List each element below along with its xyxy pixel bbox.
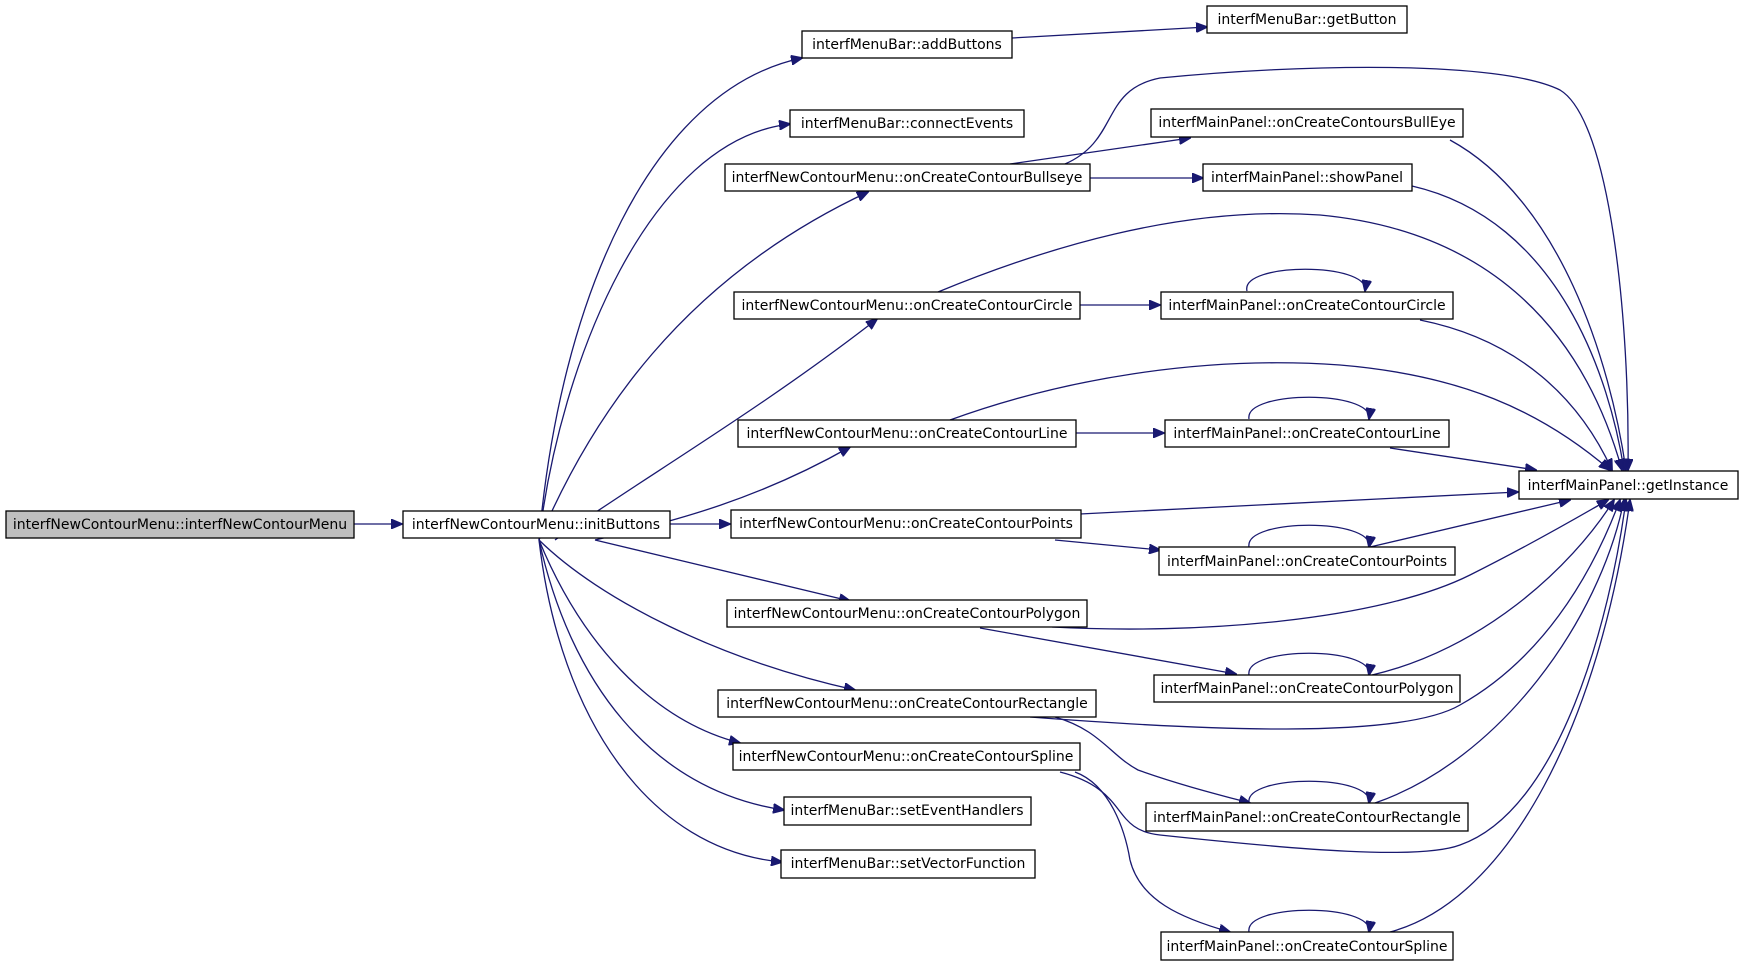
edge-mppoints-to-getinstance	[1369, 500, 1570, 548]
edge-mpline-to-getinstance	[1389, 447, 1536, 470]
edge-mppolygon-to-getinstance	[1371, 500, 1614, 676]
edge-addbuttons-to-getbutton	[1011, 27, 1207, 39]
edge-line-to-getinstance	[949, 362, 1610, 470]
node-initbuttons[interactable]: interfNewContourMenu::initButtons	[402, 510, 671, 539]
edge-bullseye-to-mpbulleye	[1009, 138, 1190, 165]
edge-bullseye-to-getinstance	[1064, 66, 1628, 470]
nodes: interfNewContourMenu::interfNewContourMe…	[5, 5, 1739, 961]
edge-initbuttons-to-bullseye	[538, 192, 868, 541]
node-label: interfMainPanel::onCreateContourLine	[1173, 426, 1440, 442]
edge-mppolygon-self	[1248, 652, 1369, 675]
node-spline[interactable]: interfNewContourMenu::onCreateContourSpl…	[732, 742, 1081, 771]
edge-mppoints-self	[1248, 524, 1369, 547]
edge-showpanel-to-getinstance	[1411, 185, 1624, 470]
edge-initbuttons-to-spline	[538, 539, 740, 743]
node-label: interfNewContourMenu::initButtons	[412, 517, 660, 533]
node-label: interfNewContourMenu::onCreateContourPol…	[734, 606, 1081, 622]
edge-polygon-to-getinstance	[1051, 500, 1608, 630]
node-label: interfNewContourMenu::onCreateContourBul…	[732, 170, 1083, 186]
edge-spline-to-mpspline	[1074, 771, 1230, 932]
node-label: interfMenuBar::addButtons	[812, 37, 1002, 53]
node-mpspline[interactable]: interfMainPanel::onCreateContourSpline	[1160, 931, 1454, 961]
node-addbuttons[interactable]: interfMenuBar::addButtons	[801, 30, 1013, 59]
edge-mpspline-self	[1248, 909, 1369, 932]
node-label: interfMainPanel::onCreateContourRectangl…	[1153, 810, 1461, 826]
node-label: interfMenuBar::setVectorFunction	[791, 856, 1026, 872]
node-seteventhandlers[interactable]: interfMenuBar::setEventHandlers	[783, 796, 1032, 826]
node-label: interfMainPanel::onCreateContourPoints	[1167, 554, 1447, 570]
node-setvectorfunction[interactable]: interfMenuBar::setVectorFunction	[780, 849, 1036, 879]
node-label: interfMenuBar::connectEvents	[801, 116, 1013, 132]
edge-mpline-self	[1248, 396, 1369, 419]
node-circle[interactable]: interfNewContourMenu::onCreateContourCir…	[733, 291, 1081, 320]
node-label: interfMainPanel::showPanel	[1211, 170, 1403, 186]
node-points[interactable]: interfNewContourMenu::onCreateContourPoi…	[730, 509, 1082, 539]
edge-initbuttons-to-setvectorfunction	[538, 539, 782, 862]
edge-mpcircle-self	[1246, 268, 1365, 291]
node-mppolygon[interactable]: interfMainPanel::onCreateContourPolygon	[1153, 674, 1461, 703]
edge-initbuttons-to-rectangle	[538, 539, 855, 690]
node-label: interfMainPanel::getInstance	[1528, 478, 1729, 494]
node-rectangle[interactable]: interfNewContourMenu::onCreateContourRec…	[717, 689, 1097, 718]
node-line[interactable]: interfNewContourMenu::onCreateContourLin…	[737, 419, 1077, 448]
edge-initbuttons-to-connectevents	[538, 124, 790, 541]
edge-rectangle-to-mprectangle	[1054, 716, 1250, 803]
node-label: interfMenuBar::setEventHandlers	[790, 803, 1023, 819]
node-connectevents[interactable]: interfMenuBar::connectEvents	[789, 109, 1025, 138]
edge-mpspline-to-getinstance	[1389, 500, 1630, 933]
node-label: interfNewContourMenu::onCreateContourSpl…	[739, 749, 1074, 765]
node-showpanel[interactable]: interfMainPanel::showPanel	[1202, 163, 1413, 192]
node-mppoints[interactable]: interfMainPanel::onCreateContourPoints	[1158, 546, 1456, 576]
edge-rectangle-to-getinstance	[1029, 500, 1620, 730]
node-bullseye[interactable]: interfNewContourMenu::onCreateContourBul…	[724, 163, 1091, 192]
node-label: interfMainPanel::onCreateContourSpline	[1166, 939, 1447, 955]
node-polygon[interactable]: interfNewContourMenu::onCreateContourPol…	[726, 599, 1088, 628]
edge-points-to-mppoints	[1054, 539, 1160, 550]
node-label: interfMainPanel::onCreateContoursBullEye	[1158, 115, 1455, 131]
node-label: interfNewContourMenu::onCreateContourRec…	[726, 696, 1087, 712]
edges	[354, 27, 1630, 932]
edge-initbuttons-to-polygon	[594, 539, 850, 601]
edge-spline-to-getinstance	[1059, 500, 1626, 854]
edge-circle-to-getinstance	[937, 212, 1622, 470]
node-label: interfNewContourMenu::onCreateContourPoi…	[739, 516, 1073, 532]
edge-points-to-getinstance	[1079, 492, 1518, 515]
node-label: interfMainPanel::onCreateContourCircle	[1168, 298, 1445, 314]
node-label: interfNewContourMenu::interfNewContourMe…	[13, 517, 347, 533]
node-label: interfNewContourMenu::onCreateContourLin…	[747, 426, 1068, 442]
edge-initbuttons-to-addbuttons	[538, 58, 802, 541]
edge-mprectangle-self	[1248, 780, 1369, 803]
node-root[interactable]: interfNewContourMenu::interfNewContourMe…	[5, 510, 355, 539]
edge-mpcircle-to-getinstance	[1419, 319, 1612, 470]
node-mprectangle[interactable]: interfMainPanel::onCreateContourRectangl…	[1145, 802, 1469, 832]
edge-mpbulleye-to-getinstance	[1449, 139, 1626, 470]
node-getinstance[interactable]: interfMainPanel::getInstance	[1518, 470, 1739, 500]
node-mpcircle[interactable]: interfMainPanel::onCreateContourCircle	[1160, 291, 1454, 320]
node-mpbulleye[interactable]: interfMainPanel::onCreateContoursBullEye	[1150, 108, 1464, 138]
node-label: interfMainPanel::onCreateContourPolygon	[1160, 681, 1453, 697]
edge-mprectangle-to-getinstance	[1374, 500, 1624, 804]
edge-polygon-to-mppolygon	[979, 627, 1236, 674]
node-label: interfMenuBar::getButton	[1218, 12, 1397, 28]
node-mpline[interactable]: interfMainPanel::onCreateContourLine	[1164, 419, 1450, 448]
node-label: interfNewContourMenu::onCreateContourCir…	[741, 298, 1072, 314]
edge-initbuttons-to-seteventhandlers	[538, 539, 784, 810]
node-getbutton[interactable]: interfMenuBar::getButton	[1206, 5, 1408, 34]
